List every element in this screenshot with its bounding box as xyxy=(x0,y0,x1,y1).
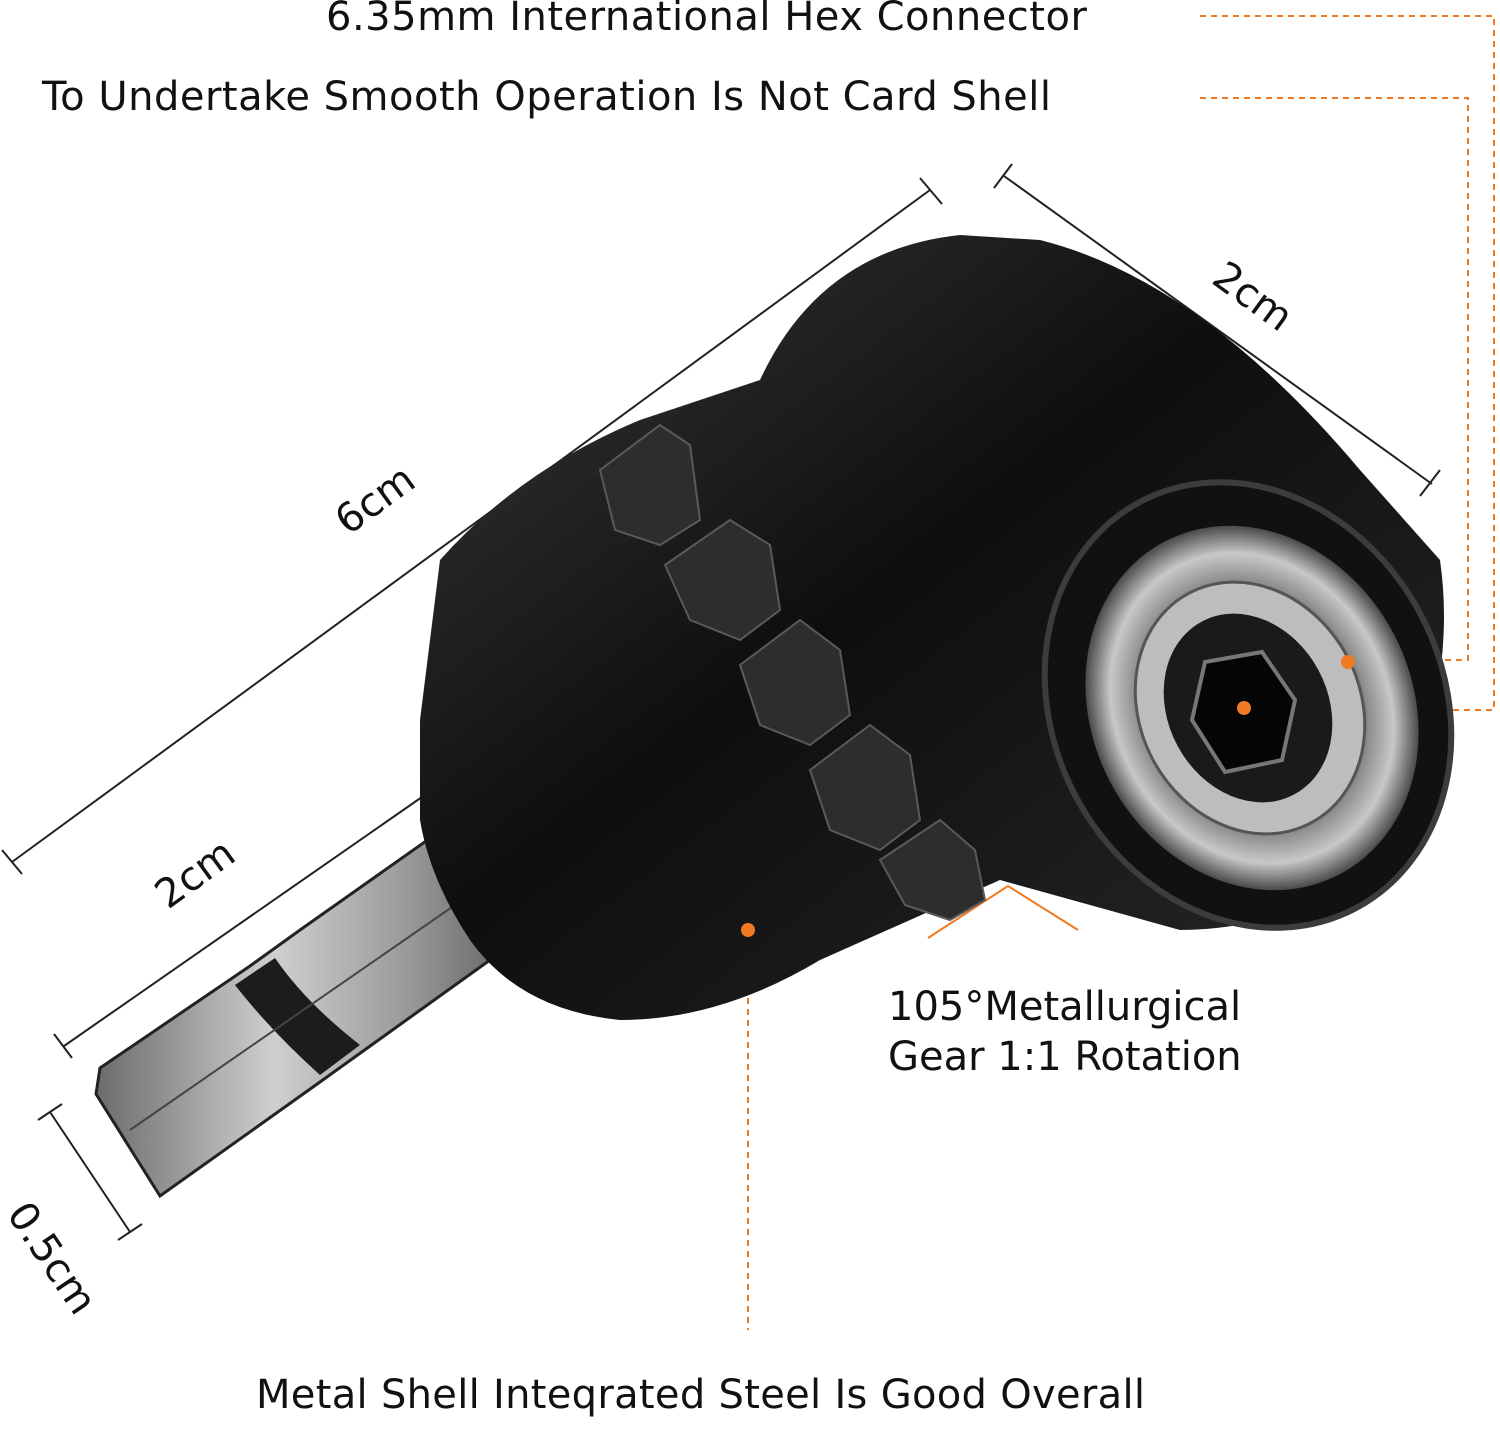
dimension-shank-length: 2cm xyxy=(147,830,244,918)
callout-markers xyxy=(741,655,1355,937)
gear-callout-line2: Gear 1:1 Rotation xyxy=(888,1034,1242,1080)
gear-callout: 105°Metallurgical Gear 1:1 Rotation xyxy=(888,982,1242,1082)
adapter-body xyxy=(420,235,1455,1020)
dimension-head-width: 2cm xyxy=(1204,253,1301,341)
dimension-length: 6cm xyxy=(327,456,424,544)
smooth-operation-callout: To Undertake Smooth Operation Is Not Car… xyxy=(42,74,1052,120)
hex-shank xyxy=(94,807,542,1199)
dimension-hex-width: 0.5cm xyxy=(0,1194,106,1323)
metal-shell-callout: Metal Shell Inteqrated Steel Is Good Ove… xyxy=(256,1372,1146,1418)
gear-leader-line xyxy=(927,884,1079,939)
hex-connector-callout: 6.35mm International Hex Connector xyxy=(326,0,1088,40)
gear-callout-line1: 105°Metallurgical xyxy=(888,984,1242,1030)
dimension-lines xyxy=(1,163,1441,1241)
